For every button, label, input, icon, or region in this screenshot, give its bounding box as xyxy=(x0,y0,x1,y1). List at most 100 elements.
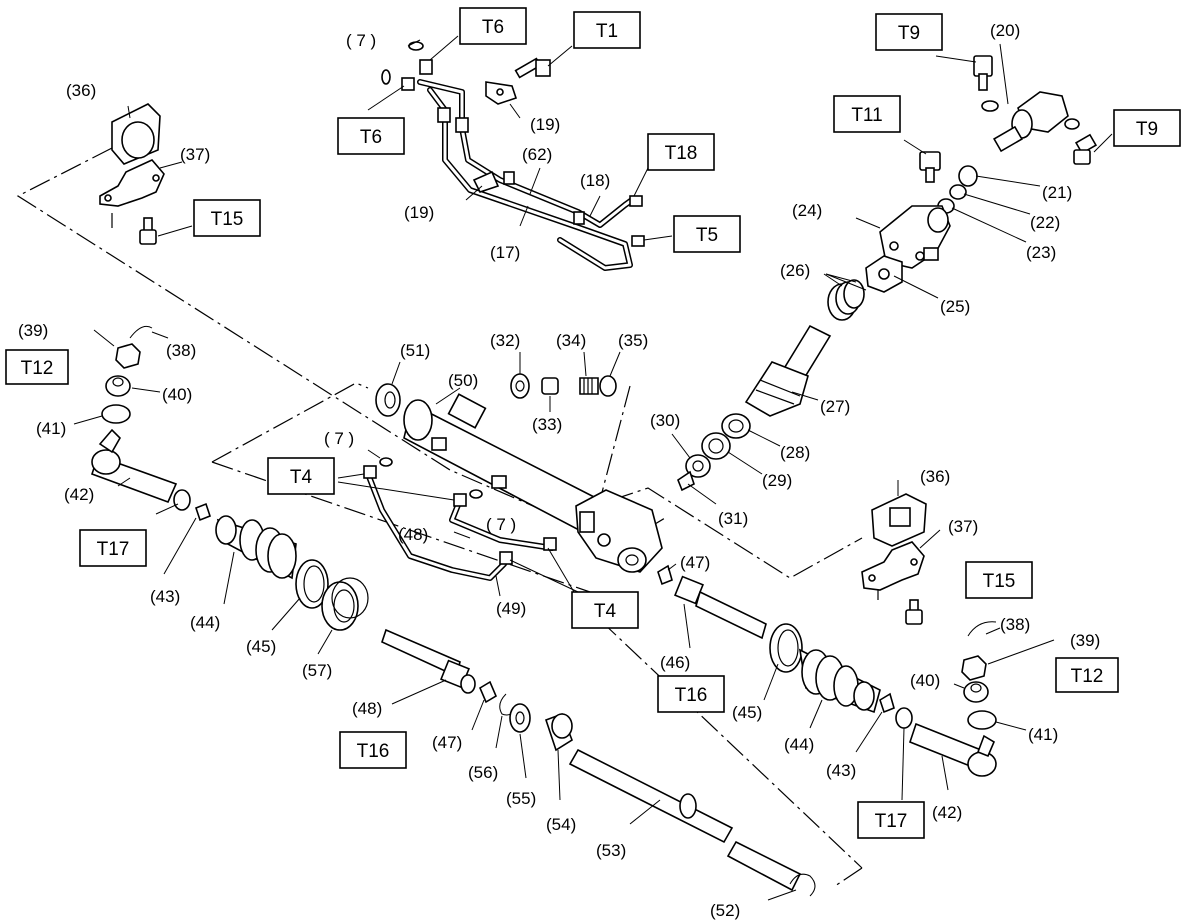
inner-tie-rod-46 xyxy=(674,575,767,640)
part-label-62: (62) xyxy=(522,145,552,164)
torque-label: T17 xyxy=(97,539,130,560)
rack-53 xyxy=(568,748,802,892)
torque-label: T4 xyxy=(594,601,617,622)
adjusting-parts-32-35 xyxy=(510,373,617,399)
bolt-t9-top xyxy=(973,55,993,91)
part-label-39: (39) xyxy=(1070,631,1100,650)
part-label-36: (36) xyxy=(920,467,950,486)
bolt-t15-right xyxy=(905,599,923,625)
tie-rod-end-42-right xyxy=(909,722,997,777)
part-label-48: (48) xyxy=(352,699,382,718)
part-label-44: (44) xyxy=(190,613,220,632)
torque-box-t6-top: T6 xyxy=(459,7,527,45)
washer-right xyxy=(1064,118,1080,130)
washer-40-left xyxy=(105,375,131,397)
cotter-pin-38-left xyxy=(129,325,153,339)
nut-21 xyxy=(958,165,978,187)
torque-box-t17-left: T17 xyxy=(79,529,147,567)
torque-box-t18: T18 xyxy=(647,133,715,171)
feed-lines-48-49 xyxy=(363,465,557,581)
part-label-26: (26) xyxy=(780,261,810,280)
part-label-23: (23) xyxy=(1026,243,1056,262)
torque-label: T6 xyxy=(360,127,382,148)
port-a xyxy=(431,437,447,451)
torque-label: T15 xyxy=(983,571,1016,592)
clip-43-left xyxy=(195,502,211,522)
boot-41-right xyxy=(967,710,997,730)
part-label-37: (37) xyxy=(180,145,210,164)
part-label-33: (33) xyxy=(532,415,562,434)
part-label-38: (38) xyxy=(1000,615,1030,634)
torque-label: T12 xyxy=(1071,666,1104,687)
nut-39-left xyxy=(115,343,141,369)
part-label-53: (53) xyxy=(596,841,626,860)
part-label-45: (45) xyxy=(246,637,276,656)
part-label-17: (17) xyxy=(490,243,520,262)
leader-lines xyxy=(73,35,1113,901)
part-label-38: (38) xyxy=(166,341,196,360)
clamp-19-lower xyxy=(472,170,500,193)
torque-box-t6-left: T6 xyxy=(337,117,405,155)
torque-box-t9-top: T9 xyxy=(875,13,943,51)
part-label-56: (56) xyxy=(468,763,498,782)
part-label-42: (42) xyxy=(932,803,962,822)
torque-label: T11 xyxy=(851,105,882,126)
torque-label: T9 xyxy=(1136,119,1158,140)
band-45-right xyxy=(769,623,803,673)
part-label-34: (34) xyxy=(556,331,586,350)
gasket-25 xyxy=(865,255,903,293)
torque-box-t1: T1 xyxy=(573,11,641,49)
torque-box-t9-right: T9 xyxy=(1113,109,1181,147)
part-label-35: (35) xyxy=(618,331,648,350)
part-label-40: (40) xyxy=(162,385,192,404)
clamp-19-upper xyxy=(485,81,518,105)
valve-housing-24 xyxy=(879,205,951,269)
bearing-30 xyxy=(685,454,711,478)
seal-28 xyxy=(721,413,751,439)
torque-label: T17 xyxy=(875,811,908,832)
part-label-40: (40) xyxy=(910,671,940,690)
washer-7-a xyxy=(408,41,424,51)
bolt-t9-right xyxy=(1073,133,1098,165)
washer-22 xyxy=(949,184,967,200)
bolt-t11 xyxy=(919,151,941,183)
part-label-37: (37) xyxy=(948,517,978,536)
part-label-46: (46) xyxy=(660,653,690,672)
part-label-47: (47) xyxy=(432,733,462,752)
part-label-43: (43) xyxy=(150,587,180,606)
part-label-55: (55) xyxy=(506,789,536,808)
boot-57 xyxy=(321,577,369,631)
part-label-57: (57) xyxy=(302,661,332,680)
part-label-27: (27) xyxy=(820,397,850,416)
nut-39-right xyxy=(961,655,987,681)
part-label-19: (19) xyxy=(404,203,434,222)
washer-upper xyxy=(981,100,999,112)
torque-box-t15-left: T15 xyxy=(193,199,261,237)
rubber-mount-36-left xyxy=(111,103,161,165)
bolt-t15-left xyxy=(139,217,157,245)
torque-label: T18 xyxy=(665,143,698,164)
part-label-42: (42) xyxy=(64,485,94,504)
torque-box-t12-right: T12 xyxy=(1055,657,1119,693)
bushing-51 xyxy=(375,383,401,417)
torque-box-t4-right: T4 xyxy=(571,591,639,629)
cotter-pin-38-right xyxy=(967,621,997,637)
gearbox-housing-50 xyxy=(403,393,663,573)
part-label-29: (29) xyxy=(762,471,792,490)
part-label-19: (19) xyxy=(530,115,560,134)
part-labels: ( 7 ) (19) (62) (18) (19) (17) (36) (37)… xyxy=(18,21,1100,920)
part-label-31: (31) xyxy=(718,509,748,528)
tie-rod-end-42-left xyxy=(90,428,178,504)
torque-box-t11: T11 xyxy=(833,95,901,133)
pressure-tubes-17-18-62 xyxy=(401,59,645,271)
torque-box-t4-left: T4 xyxy=(267,457,335,495)
part-label-30: (30) xyxy=(650,411,680,430)
torque-box-t5: T5 xyxy=(673,215,741,253)
lock-washer-47-right xyxy=(657,564,673,586)
part-label-18: (18) xyxy=(580,171,610,190)
boot-41-left xyxy=(101,404,131,424)
bushing-55 xyxy=(509,703,531,733)
part-label-7: ( 7 ) xyxy=(486,515,516,534)
circlip-52 xyxy=(789,873,816,897)
torque-label: T9 xyxy=(898,23,920,44)
